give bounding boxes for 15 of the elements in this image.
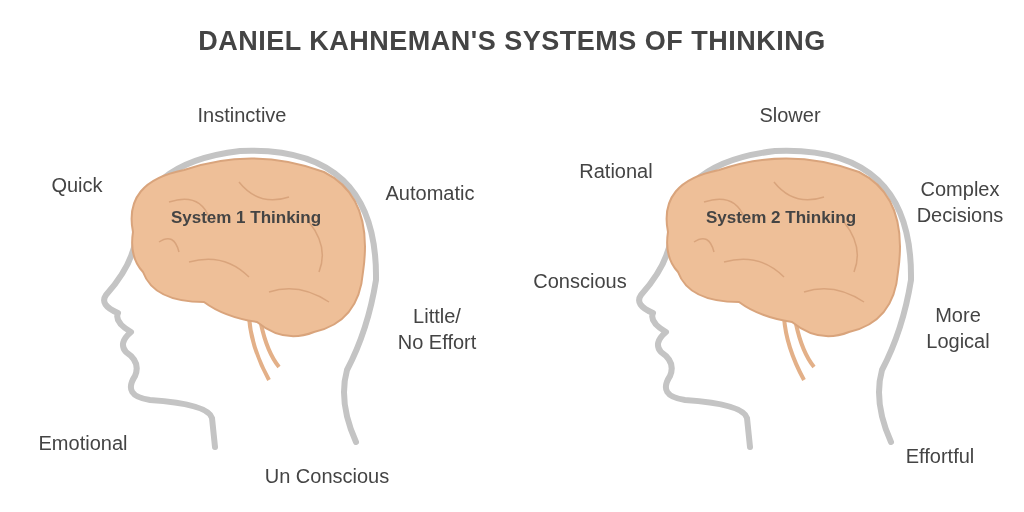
trait-label: Rational xyxy=(579,159,653,184)
trait-label: Instinctive xyxy=(197,103,287,128)
trait-label: More Logical xyxy=(925,303,991,354)
trait-label: Complex Decisions xyxy=(915,177,1005,228)
brain-label: System 2 Thinking xyxy=(705,208,857,228)
trait-label: Conscious xyxy=(533,269,627,294)
trait-label: Little/ No Effort xyxy=(396,304,478,355)
trait-label: Emotional xyxy=(38,431,128,456)
trait-label: Quick xyxy=(51,173,103,198)
trait-label: Effortful xyxy=(905,444,975,469)
trait-label: Automatic xyxy=(385,181,475,206)
trait-label: Un Conscious xyxy=(264,464,390,489)
brain-label: System 1 Thinking xyxy=(170,208,322,228)
trait-label: Slower xyxy=(759,103,821,128)
title: DANIEL KAHNEMAN'S SYSTEMS OF THINKING xyxy=(197,26,827,57)
